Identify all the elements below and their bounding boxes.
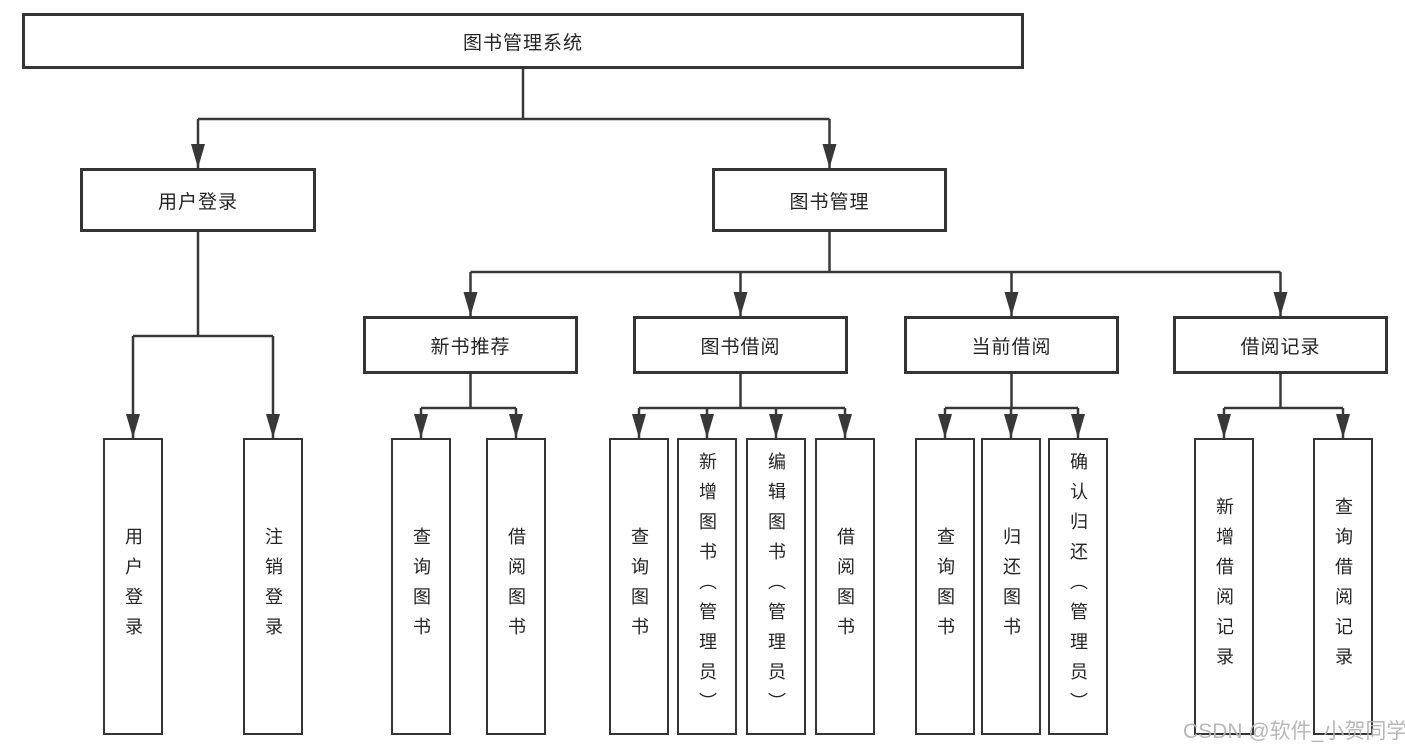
node-user-login: 用户登录 [80, 168, 316, 232]
node-new-book-recommend-label: 新书推荐 [430, 336, 511, 358]
leaf-borrow-book-label: 借阅图书 [835, 526, 855, 647]
leaf-user-login-label: 用户登录 [123, 526, 143, 647]
leaf-confirm-return-admin-label: 确认归还（管理员） [1068, 451, 1088, 722]
leaf-query-borrow-record: 查询借阅记录 [1313, 438, 1373, 735]
node-root-system: 图书管理系统 [22, 13, 1024, 69]
node-current-borrow-label: 当前借阅 [971, 336, 1052, 358]
leaf-add-book-admin-label: 新增图书（管理员） [697, 451, 717, 722]
node-root-label: 图书管理系统 [462, 32, 583, 54]
node-book-management-label: 图书管理 [789, 191, 870, 213]
leaf-borrow-book: 借阅图书 [815, 438, 875, 735]
leaf-query-book-recommend-label: 查询图书 [411, 526, 431, 647]
leaf-edit-book-admin-label: 编辑图书（管理员） [766, 451, 786, 722]
leaf-query-book-borrow: 查询图书 [609, 438, 669, 735]
csdn-watermark: CSDN @软件_小贺同学 [1183, 720, 1405, 743]
leaf-logout-label: 注销登录 [263, 526, 283, 647]
leaf-borrow-book-recommend: 借阅图书 [486, 438, 546, 735]
node-book-borrow: 图书借阅 [633, 316, 848, 374]
leaf-return-book: 归还图书 [981, 438, 1041, 735]
leaf-logout: 注销登录 [243, 438, 303, 735]
leaf-query-book-current-label: 查询图书 [935, 526, 955, 647]
leaf-add-borrow-record-label: 新增借阅记录 [1214, 496, 1234, 677]
node-user-login-label: 用户登录 [157, 191, 238, 213]
leaf-query-book-current: 查询图书 [915, 438, 975, 735]
leaf-return-book-label: 归还图书 [1001, 526, 1021, 647]
node-borrow-records: 借阅记录 [1173, 316, 1388, 374]
leaf-confirm-return-admin: 确认归还（管理员） [1048, 438, 1108, 735]
leaf-query-book-borrow-label: 查询图书 [629, 526, 649, 647]
node-book-borrow-label: 图书借阅 [700, 336, 781, 358]
node-book-management: 图书管理 [712, 168, 947, 232]
leaf-user-login: 用户登录 [103, 438, 163, 735]
node-new-book-recommend: 新书推荐 [363, 316, 578, 374]
node-borrow-records-label: 借阅记录 [1240, 336, 1321, 358]
leaf-add-book-admin: 新增图书（管理员） [677, 438, 737, 735]
leaf-query-borrow-record-label: 查询借阅记录 [1333, 496, 1353, 677]
leaf-borrow-book-recommend-label: 借阅图书 [506, 526, 526, 647]
node-current-borrow: 当前借阅 [904, 316, 1119, 374]
leaf-edit-book-admin: 编辑图书（管理员） [746, 438, 806, 735]
leaf-query-book-recommend: 查询图书 [391, 438, 451, 735]
leaf-add-borrow-record: 新增借阅记录 [1194, 438, 1254, 735]
